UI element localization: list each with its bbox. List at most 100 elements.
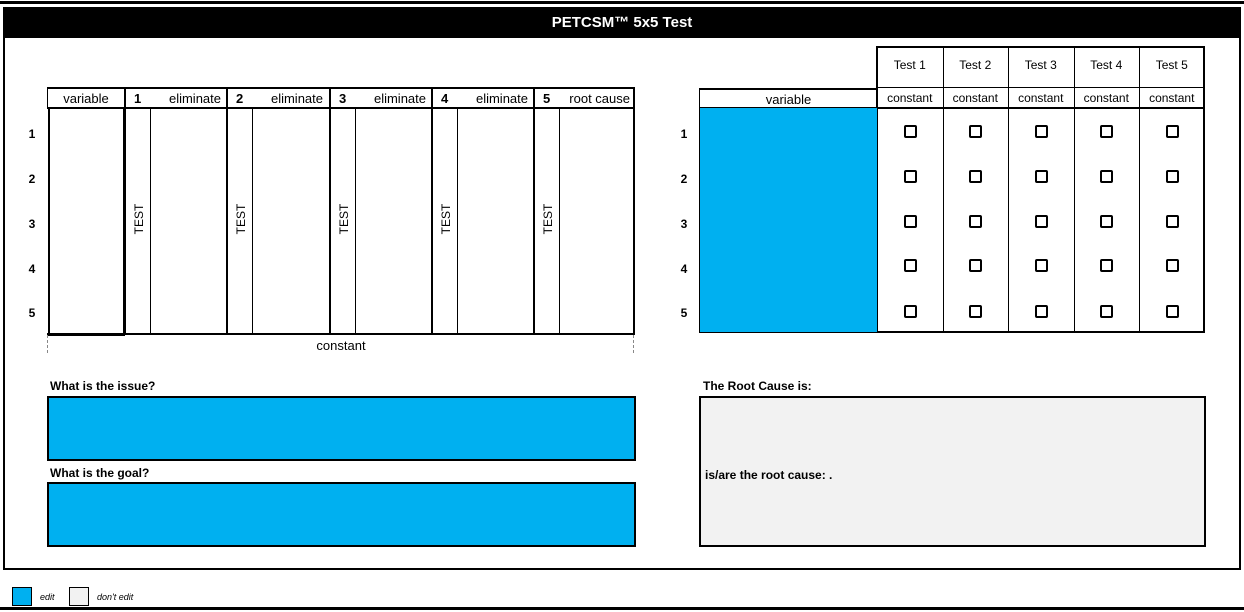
step-divider — [124, 87, 126, 334]
step-header-1: 1 eliminate — [126, 88, 226, 108]
goal-input[interactable] — [47, 482, 636, 547]
row-number: 4 — [28, 262, 36, 276]
step-number: 1 — [134, 90, 142, 106]
test-header-5: Test 5 — [1155, 58, 1188, 72]
test-divider — [355, 108, 356, 333]
checkbox-test2-row3[interactable] — [969, 215, 983, 228]
step-divider — [226, 87, 228, 334]
root-cause-box: is/are the root cause: . — [699, 396, 1206, 547]
test-column-divider — [1073, 46, 1075, 333]
checkbox-test3-row2[interactable] — [1034, 170, 1048, 183]
checkbox-test3-row4[interactable] — [1034, 259, 1048, 272]
const-header-rule — [699, 107, 1205, 109]
checkbox-test2-row2[interactable] — [969, 170, 983, 183]
constant-bracket-right — [633, 335, 634, 353]
goal-label: What is the goal? — [50, 466, 150, 480]
step-4-input[interactable] — [458, 108, 532, 333]
step-3-input[interactable] — [356, 108, 430, 333]
test-label: TEST — [541, 203, 555, 235]
row-number: 4 — [680, 262, 688, 276]
variable-input[interactable] — [699, 108, 877, 332]
header-left-edge — [47, 87, 48, 108]
constant-header-3: constant — [1018, 91, 1064, 105]
row-number: 3 — [28, 217, 36, 231]
row-number: 2 — [680, 172, 688, 186]
checkbox-test3-row5[interactable] — [1034, 305, 1048, 318]
issue-label: What is the issue? — [50, 379, 156, 393]
step-number: 4 — [441, 90, 449, 106]
row-number: 5 — [28, 306, 36, 320]
grid-outline — [47, 87, 635, 334]
step-number: 3 — [339, 90, 347, 106]
test-label: TEST — [439, 203, 453, 235]
step-divider — [431, 87, 433, 334]
constant-label: constant — [316, 338, 366, 353]
test-column-divider — [1008, 46, 1009, 333]
step-5-input[interactable] — [560, 108, 634, 333]
test-divider — [252, 108, 253, 333]
test-header-2: Test 2 — [959, 58, 992, 72]
step-1-input[interactable] — [151, 108, 225, 333]
checkbox-test5-row1[interactable] — [1165, 125, 1179, 138]
checkbox-test5-row5[interactable] — [1165, 305, 1179, 318]
legend-edit-swatch — [12, 587, 32, 606]
checkbox-test5-row2[interactable] — [1165, 170, 1179, 183]
test-label: TEST — [234, 203, 248, 235]
step-label: eliminate — [270, 90, 323, 106]
step-label: eliminate — [168, 90, 221, 106]
test-divider — [457, 108, 458, 333]
step-2-input[interactable] — [253, 108, 327, 333]
test-header-3: Test 3 — [1024, 58, 1057, 72]
checkbox-test3-row3[interactable] — [1034, 215, 1048, 228]
variable-header: variable — [699, 88, 877, 108]
page-title: PETCSM™ 5x5 Test — [3, 7, 1241, 38]
top-border — [0, 1, 1244, 4]
test-divider — [559, 108, 560, 333]
checkbox-test4-row4[interactable] — [1100, 259, 1114, 272]
constant-header-2: constant — [952, 91, 998, 105]
step-number: 5 — [543, 90, 551, 106]
constant-header-5: constant — [1149, 91, 1195, 105]
legend-dont-edit-swatch — [69, 587, 89, 606]
checkbox-test1-row3[interactable] — [903, 215, 917, 228]
test-label: TEST — [132, 203, 146, 235]
test-header-4: Test 4 — [1090, 58, 1123, 72]
root-cause-text: is/are the root cause: . — [705, 468, 833, 482]
bottom-border — [0, 607, 1244, 610]
row-number: 5 — [680, 306, 688, 320]
checkbox-test4-row5[interactable] — [1100, 305, 1114, 318]
constant-header-1: constant — [887, 91, 933, 105]
test-column-divider — [1139, 46, 1140, 333]
checkbox-test1-row5[interactable] — [903, 305, 917, 318]
checkbox-test2-row4[interactable] — [969, 259, 983, 272]
matrix-bottom-rule — [699, 331, 1205, 333]
checkbox-test4-row1[interactable] — [1100, 125, 1114, 138]
checkbox-test5-row3[interactable] — [1165, 215, 1179, 228]
test-label: TEST — [337, 203, 351, 235]
issue-input[interactable] — [47, 396, 636, 461]
test-divider — [150, 108, 151, 333]
checkbox-test4-row3[interactable] — [1100, 215, 1114, 228]
variable-input-column[interactable] — [48, 107, 125, 336]
checkbox-test1-row2[interactable] — [903, 170, 917, 183]
checkbox-test2-row1[interactable] — [969, 125, 983, 138]
header-rule — [47, 107, 635, 109]
constant-bracket-left — [47, 335, 48, 353]
checkbox-test4-row2[interactable] — [1100, 170, 1114, 183]
row-number: 1 — [28, 127, 36, 141]
test-header-rule — [877, 87, 1205, 88]
checkbox-test1-row4[interactable] — [903, 259, 917, 272]
test-matrix-left-edge — [876, 46, 878, 333]
constant-header-4: constant — [1083, 91, 1129, 105]
checkbox-test1-row1[interactable] — [903, 125, 917, 138]
checkbox-test2-row5[interactable] — [969, 305, 983, 318]
step-divider — [329, 87, 331, 334]
test-matrix-outline — [877, 46, 1205, 333]
checkbox-test3-row1[interactable] — [1034, 125, 1048, 138]
checkbox-test5-row4[interactable] — [1165, 259, 1179, 272]
legend-dont-edit-label: don't edit — [97, 592, 134, 602]
row-number: 2 — [28, 172, 36, 186]
grid-bottom-rule — [47, 333, 635, 335]
